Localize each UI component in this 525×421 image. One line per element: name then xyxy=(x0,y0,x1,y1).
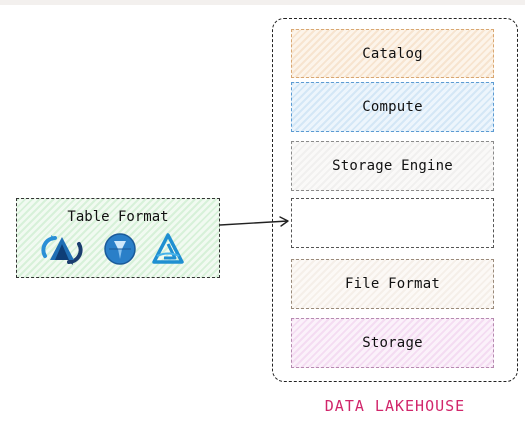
layer-catalog-label: Catalog xyxy=(362,45,423,62)
layer-file-format-label: File Format xyxy=(345,276,440,292)
layer-compute: Compute xyxy=(291,82,494,132)
apache-hudi-icon xyxy=(41,235,83,265)
layer-storage-label: Storage xyxy=(362,335,423,351)
layer-file-format: File Format xyxy=(291,259,494,309)
lakehouse-label: DATA LAKEHOUSE xyxy=(324,397,466,415)
lakehouse-container xyxy=(272,18,518,382)
delta-lake-icon xyxy=(152,233,184,264)
layer-compute-label: Compute xyxy=(362,99,423,115)
layer-storage-engine-label: Storage Engine xyxy=(332,158,453,174)
apache-iceberg-icon xyxy=(104,233,136,265)
layer-storage: Storage xyxy=(291,318,494,368)
layer-catalog: Catalog xyxy=(291,29,494,78)
table-format-box: Table Format xyxy=(16,198,220,278)
layer-storage-engine: Storage Engine xyxy=(291,141,494,191)
layer-table-format-slot xyxy=(291,198,494,248)
arrow-connector xyxy=(219,216,289,227)
table-format-title: Table Format xyxy=(67,209,169,225)
